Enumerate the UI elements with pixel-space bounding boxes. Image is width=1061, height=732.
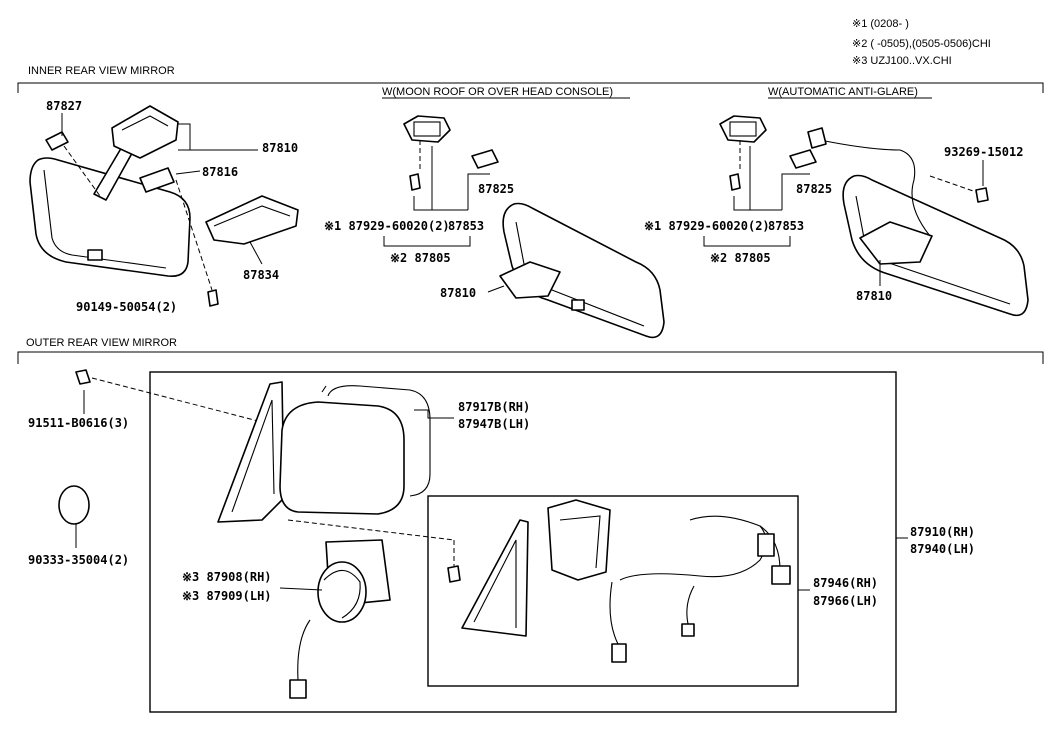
footnote-2: ※2 ( -0505),(0505-0506)CHI	[852, 38, 991, 50]
label-87910: 87910(RH)	[910, 525, 975, 539]
inner-section-bracket	[17, 82, 1044, 93]
anti-glare-subtitle: W(AUTOMATIC ANTI-GLARE)	[768, 86, 918, 98]
label-87825-b: 87825	[796, 182, 832, 196]
inner-section-title: INNER REAR VIEW MIRROR	[28, 65, 175, 77]
moon-roof-subtitle: W(MOON ROOF OR OVER HEAD CONSOLE)	[382, 86, 613, 98]
inner-mirror-drawing-3	[719, 115, 1029, 317]
leader-87908	[279, 587, 323, 591]
label-87917: 87917B(RH)	[458, 400, 530, 414]
leader-87834	[249, 241, 263, 265]
label-87810-b: 87810	[440, 286, 476, 300]
label-87966: 87966(LH)	[813, 594, 878, 608]
label-87834: 87834	[243, 268, 279, 282]
label-87853-a: 87853	[448, 219, 484, 233]
leader-87816	[175, 170, 201, 175]
label-90333: 90333-35004(2)	[28, 553, 129, 567]
label-90149: 90149-50054(2)	[76, 300, 177, 314]
label-87946: 87946(RH)	[813, 576, 878, 590]
footnotes: ※1 (0208- ) ※2 ( -0505),(0505-0506)CHI ※…	[852, 18, 991, 67]
label-87816: 87816	[202, 165, 238, 179]
leader-87917	[414, 409, 454, 419]
label-87827: 87827	[46, 99, 82, 113]
label-87825-a: 87825	[478, 182, 514, 196]
leader-87810-b	[487, 285, 505, 293]
label-87929-b: ※1 87929-60020(2)	[644, 219, 770, 233]
label-87805-a: ※2 87805	[390, 251, 451, 265]
bracket-87805-b	[703, 236, 791, 247]
leader-87810-a	[178, 123, 202, 151]
label-87810-c: 87810	[856, 289, 892, 303]
label-87940: 87940(LH)	[910, 542, 975, 556]
outer-mirror-assembly-box	[149, 371, 897, 713]
outer-mirror-drawing	[58, 369, 791, 699]
label-87929-a: ※1 87929-60020(2)	[324, 219, 450, 233]
label-87805-b: ※2 87805	[710, 251, 771, 265]
inner-mirror-drawing-2	[403, 115, 665, 339]
footnote-1: ※1 (0208- )	[852, 18, 909, 30]
label-87810-a: 87810	[262, 141, 298, 155]
label-87853-b: 87853	[768, 219, 804, 233]
label-87909: ※3 87909(LH)	[182, 589, 272, 603]
label-93269: 93269-15012	[944, 145, 1023, 159]
label-91511: 91511-B0616(3)	[28, 416, 129, 430]
footnote-3: ※3 UZJ100..VX.CHI	[852, 55, 952, 67]
outer-mirror-subassembly-box	[427, 495, 799, 687]
outer-section-title: OUTER REAR VIEW MIRROR	[26, 337, 177, 349]
outer-section-bracket	[17, 351, 1044, 364]
bracket-87805-a	[383, 236, 471, 247]
label-87947: 87947B(LH)	[458, 417, 530, 431]
label-87908: ※3 87908(RH)	[182, 570, 272, 584]
inner-mirror-drawing-1	[29, 105, 299, 307]
